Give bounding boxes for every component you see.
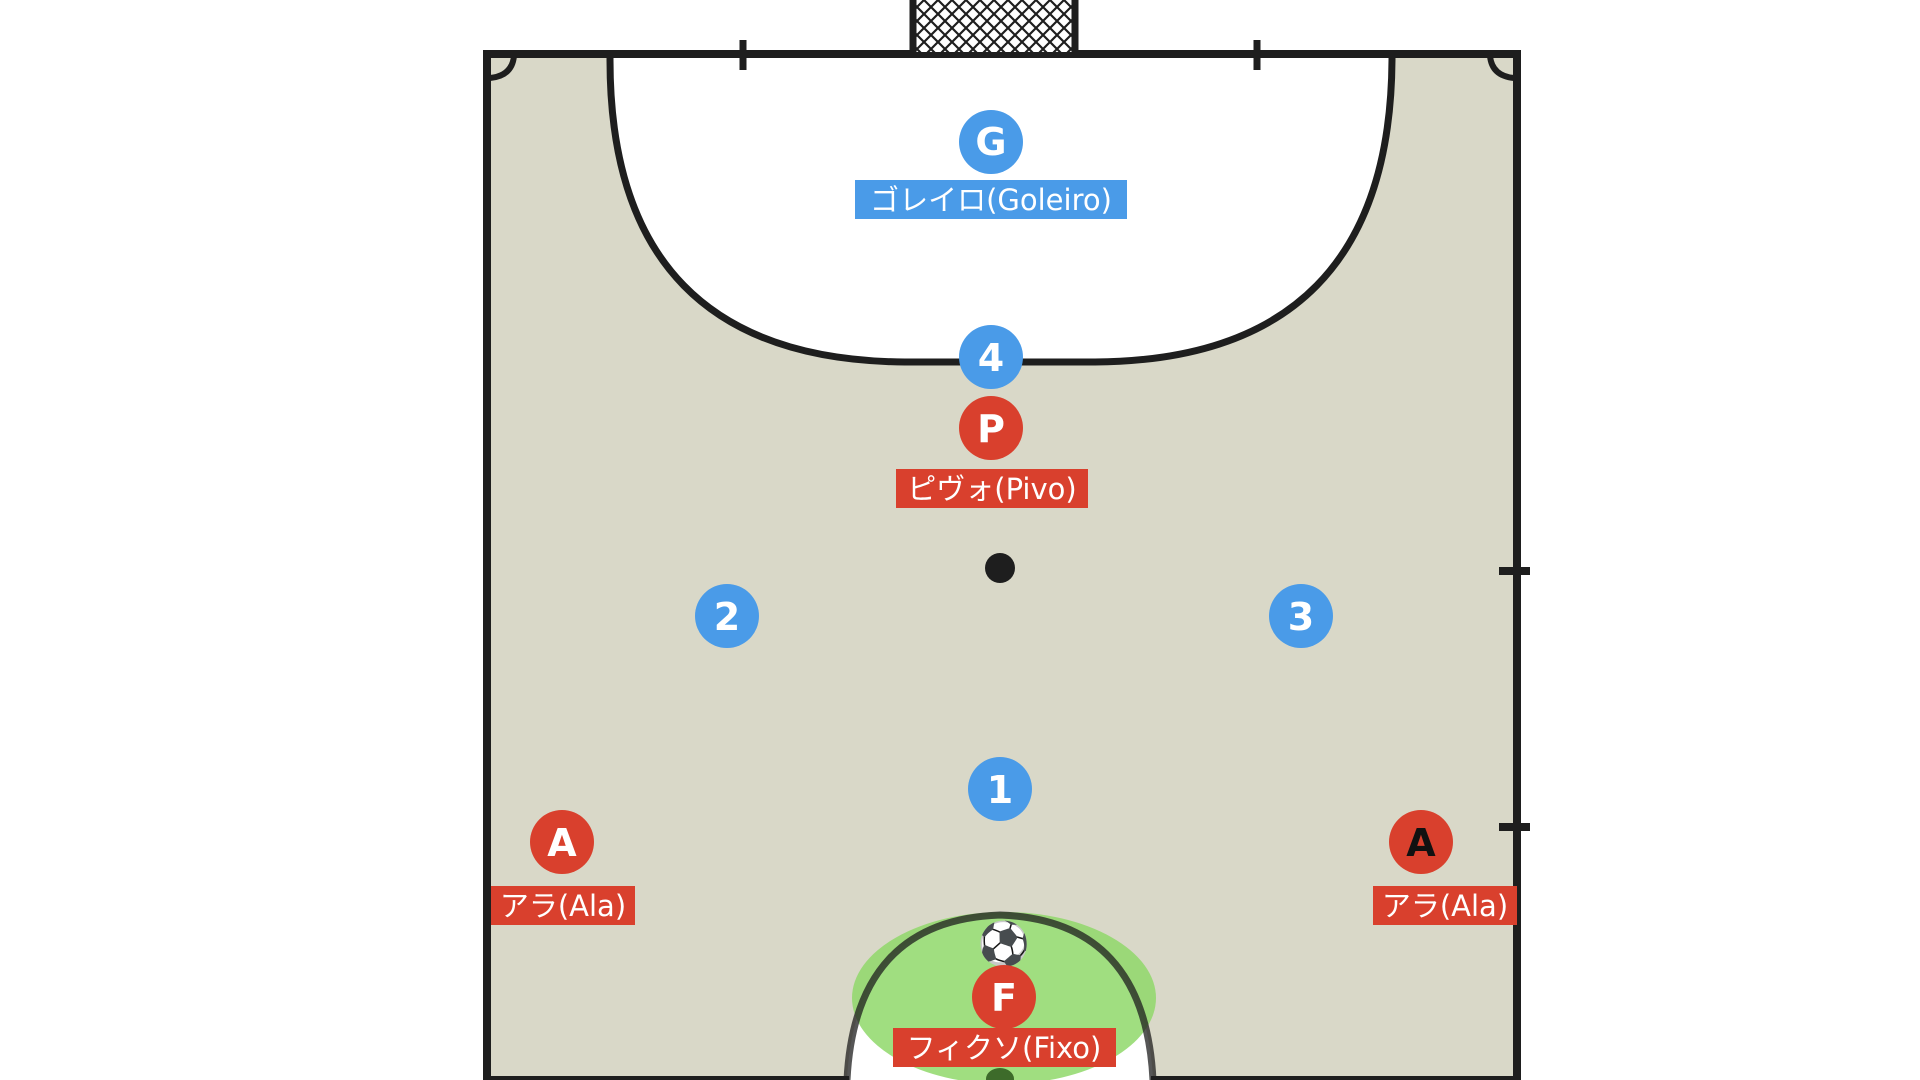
center-circle-line: [843, 911, 1157, 1080]
player-red-fixo[interactable]: F: [972, 965, 1036, 1029]
player-blue-1[interactable]: 1: [968, 757, 1032, 821]
player-label-ala-left: アラ(Ala): [491, 886, 635, 925]
corner-arc-right: [1487, 55, 1515, 81]
label-text: ピヴォ(Pivo): [907, 472, 1076, 506]
player-label-goleiro: ゴレイロ(Goleiro): [855, 180, 1127, 219]
player-label-ala-right: アラ(Ala): [1373, 886, 1517, 925]
player-blue-3[interactable]: 3: [1269, 584, 1333, 648]
label-text: ゴレイロ(Goleiro): [870, 183, 1112, 217]
player-letter: A: [547, 821, 577, 865]
label-text: フィクソ(Fixo): [907, 1031, 1102, 1065]
player-letter: G: [975, 120, 1006, 164]
player-letter: 4: [978, 336, 1004, 380]
player-letter: A: [1406, 821, 1436, 865]
player-letter: F: [991, 976, 1017, 1020]
player-red-ala-right[interactable]: A: [1389, 810, 1453, 874]
player-letter: 1: [987, 768, 1013, 812]
player-letter: P: [977, 407, 1005, 451]
player-blue-goalkeeper[interactable]: G: [959, 110, 1023, 174]
player-label-fixo: フィクソ(Fixo): [893, 1028, 1116, 1067]
corner-arc-left: [489, 55, 517, 81]
player-label-pivo: ピヴォ(Pivo): [896, 469, 1088, 508]
center-spot: [986, 1068, 1014, 1080]
label-text: アラ(Ala): [1382, 889, 1508, 923]
penalty-mark: [985, 553, 1015, 583]
player-letter: 3: [1288, 595, 1314, 639]
label-text: アラ(Ala): [500, 889, 626, 923]
player-blue-2[interactable]: 2: [695, 584, 759, 648]
player-blue-4[interactable]: 4: [959, 325, 1023, 389]
goal-net-icon: [909, 0, 1079, 52]
player-red-pivo[interactable]: P: [959, 396, 1023, 460]
soccer-ball-icon: ⚽: [976, 919, 1030, 968]
player-red-ala-left[interactable]: A: [530, 810, 594, 874]
player-letter: 2: [714, 595, 740, 639]
